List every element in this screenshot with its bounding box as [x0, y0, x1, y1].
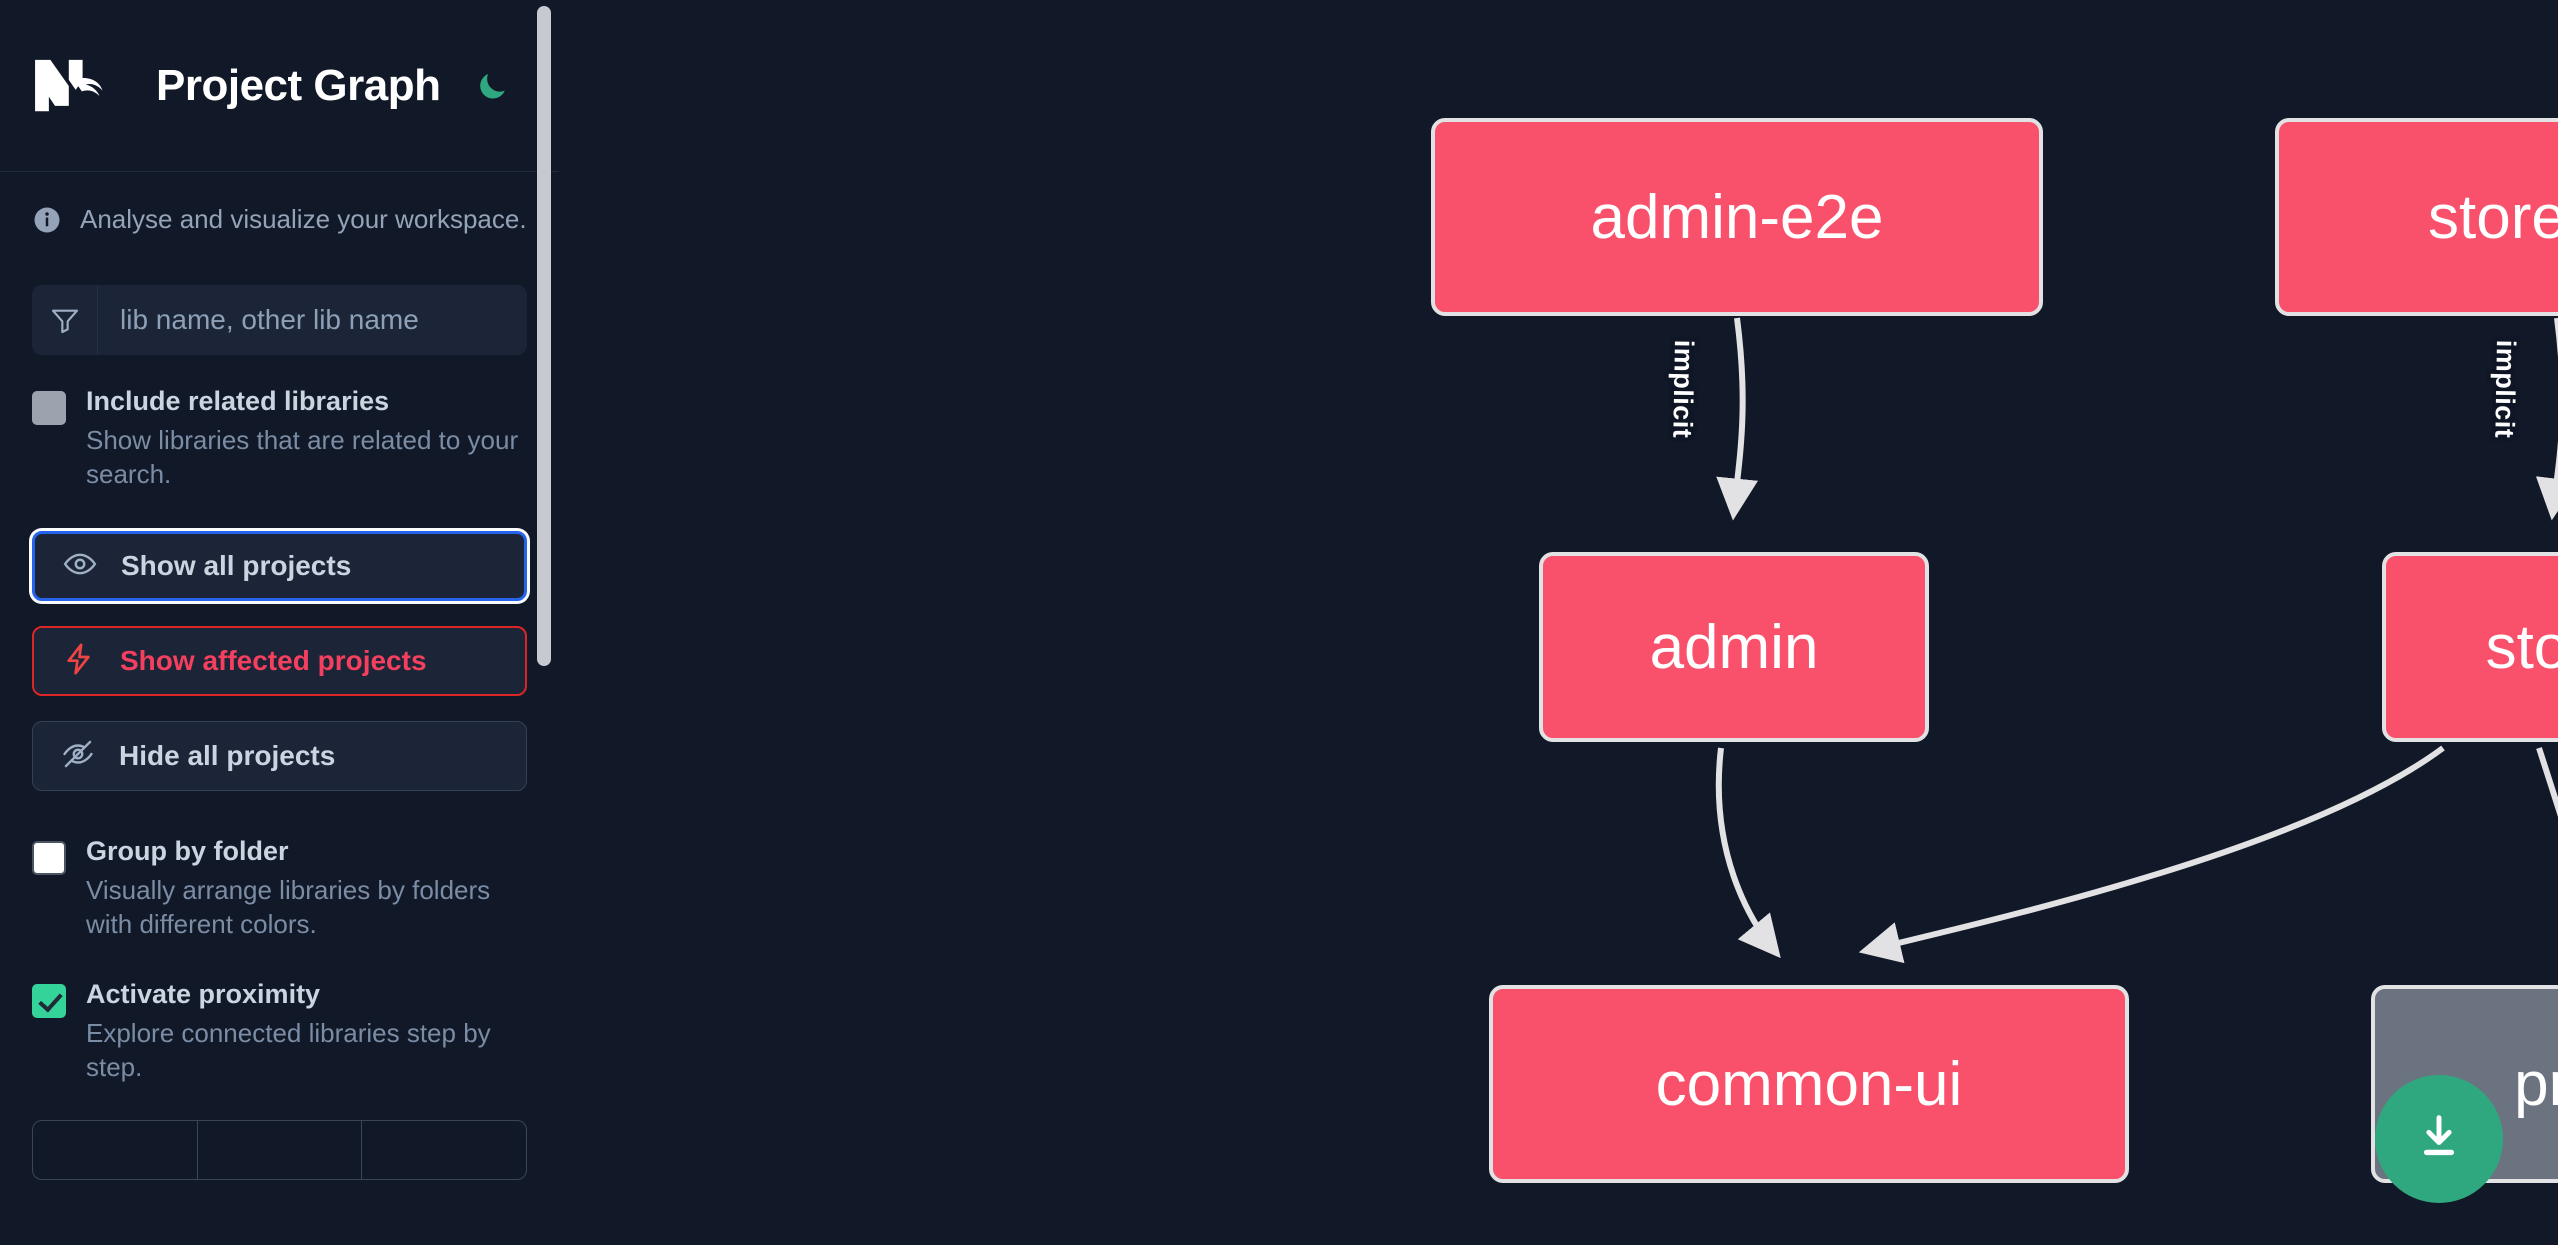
option-label: Include related libraries: [86, 386, 390, 416]
option-description: Show libraries that are related to your …: [86, 424, 519, 490]
page-title: Project Graph: [156, 60, 441, 110]
checkbox-group-by-folder[interactable]: [32, 841, 66, 876]
eye-off-icon: [61, 737, 95, 776]
edge-store-products: [2536, 747, 2558, 818]
bolt-icon: [62, 642, 96, 681]
edge-admin-common-ui: [1715, 747, 1781, 959]
info-icon: [32, 205, 62, 235]
download-graph-button[interactable]: [2375, 1075, 2503, 1203]
button-label: Hide all projects: [119, 740, 336, 772]
filter-row: [32, 285, 527, 355]
show-affected-projects-button[interactable]: Show affected projects: [32, 626, 527, 697]
graph-node-admin-e2e[interactable]: admin-e2e: [1431, 118, 2043, 316]
tagline-row: Analyse and visualize your workspace.: [0, 172, 559, 235]
stepper-segment[interactable]: [33, 1121, 198, 1180]
checkbox-include-related-libraries[interactable]: [32, 391, 66, 425]
option-label: Activate proximity: [86, 978, 321, 1009]
sidebar-header: Project Graph: [0, 0, 559, 172]
button-label: Show affected projects: [120, 645, 427, 677]
hide-all-projects-button[interactable]: Hide all projects: [32, 721, 527, 792]
stepper-segment[interactable]: [198, 1121, 363, 1180]
edge-admin-e2e-admin: [1716, 317, 1759, 521]
edge-store-common-ui: [1858, 745, 2445, 964]
graph-node-store[interactable]: store: [2382, 552, 2558, 742]
tagline-text: Analyse and visualize your workspace.: [80, 204, 527, 234]
edge-label-implicit-store: implicit: [2489, 339, 2521, 439]
moon-icon[interactable]: [470, 64, 514, 108]
graph-node-common-ui[interactable]: common-ui: [1489, 985, 2129, 1183]
visibility-button-group: Show all projects Show affected projects: [32, 531, 527, 792]
eye-icon: [63, 547, 97, 586]
option-label: Group by folder: [86, 836, 289, 867]
edge-label-implicit-admin: implicit: [1667, 339, 1699, 439]
download-icon: [2412, 1111, 2466, 1168]
show-all-projects-button[interactable]: Show all projects: [32, 531, 527, 602]
graph-canvas[interactable]: implicit implicit admin-e2e store-e2e ad…: [559, 0, 2558, 1245]
funnel-icon[interactable]: [32, 285, 98, 355]
sidebar-scrollbar[interactable]: [537, 6, 551, 666]
option-description: Explore connected libraries step by step…: [86, 1017, 491, 1082]
option-activate-proximity[interactable]: Activate proximity Explore connected lib…: [0, 978, 559, 1084]
sidebar: Project Graph Analyse and visualize your…: [0, 0, 559, 1245]
option-include-related-libraries[interactable]: Include related libraries Show libraries…: [0, 385, 559, 491]
nx-logo-icon: [32, 55, 124, 117]
search-input[interactable]: [98, 285, 527, 355]
sidebar-scroll-area[interactable]: Project Graph Analyse and visualize your…: [0, 0, 559, 1245]
edge-store-e2e-store: [2535, 317, 2558, 521]
graph-node-store-e2e[interactable]: store-e2e: [2275, 118, 2558, 316]
button-label: Show all projects: [121, 550, 352, 582]
option-description: Visually arrange libraries by folders wi…: [86, 875, 491, 940]
checkbox-activate-proximity[interactable]: [32, 983, 66, 1018]
proximity-stepper-group[interactable]: [32, 1120, 527, 1181]
graph-node-admin[interactable]: admin: [1539, 552, 1929, 742]
option-group-by-folder[interactable]: Group by folder Visually arrange librari…: [0, 835, 559, 941]
stepper-segment[interactable]: [362, 1121, 526, 1179]
